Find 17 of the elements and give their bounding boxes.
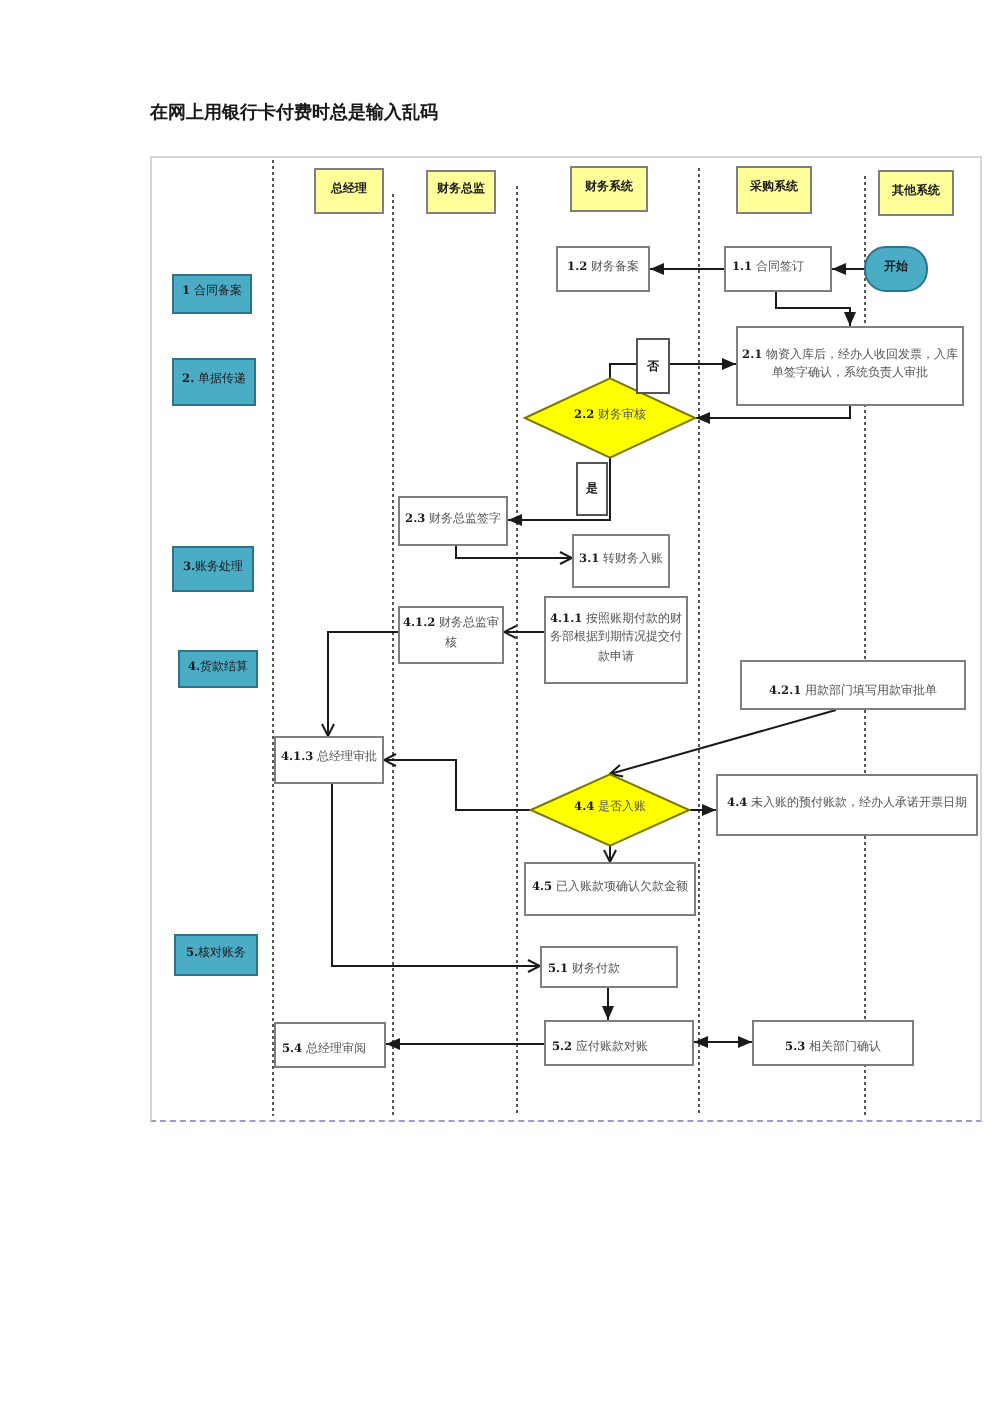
arrow: [321, 631, 399, 737]
arrow: [602, 987, 614, 1021]
arrow: [385, 1038, 545, 1050]
arrow: [455, 545, 573, 565]
arrow: [649, 263, 725, 275]
arrow: [507, 457, 611, 526]
arrow: [603, 845, 617, 863]
double-arrow: [693, 1036, 753, 1048]
arrow: [503, 625, 545, 639]
arrow: [689, 804, 717, 816]
arrow: [609, 709, 837, 778]
arrow: [331, 783, 541, 973]
arrow: [831, 263, 865, 275]
arrow: [695, 405, 851, 424]
arrow: [775, 291, 856, 327]
title: 在网上用银行卡付费时总是输入乱码: [150, 104, 438, 126]
arrow: [383, 753, 531, 811]
